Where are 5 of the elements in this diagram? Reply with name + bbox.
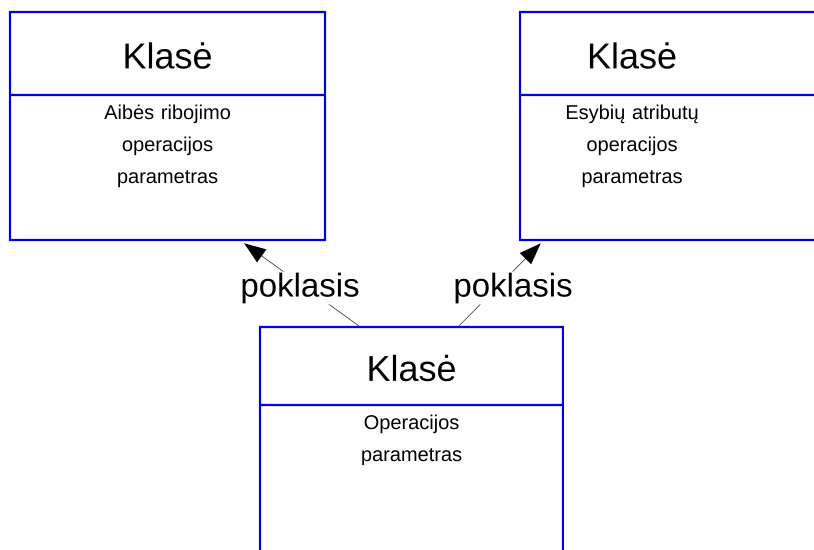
class-box: Klasė Esybių atributų operacijos parametras <box>518 10 814 242</box>
class-box: Klasė Aibės ribojimo operacijos parametras <box>8 10 326 242</box>
edge-label: poklasis <box>456 272 572 304</box>
class-box: Klasė Operacijos parametras <box>258 326 564 550</box>
edge-label: poklasis <box>242 272 358 304</box>
